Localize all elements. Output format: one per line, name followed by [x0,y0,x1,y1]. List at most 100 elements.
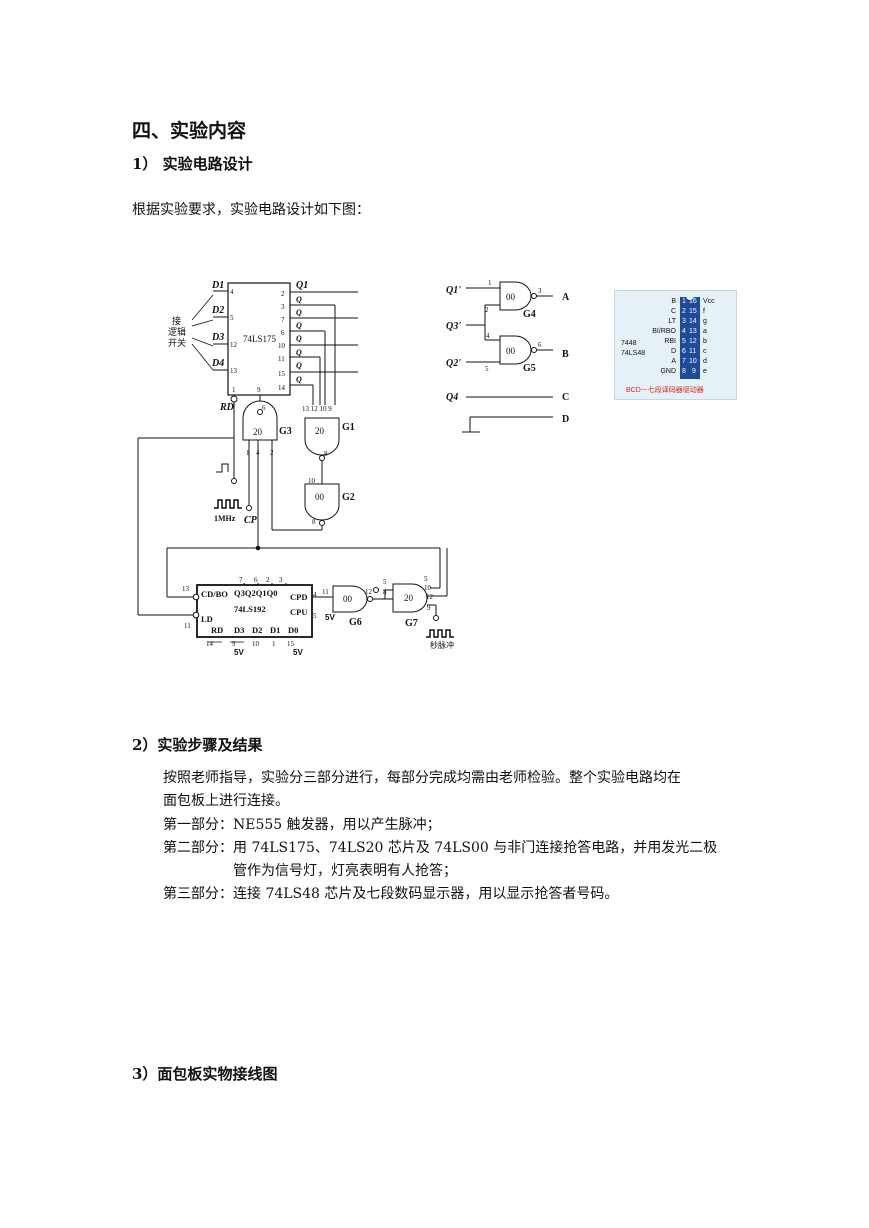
steps-part-2a: 第二部分：用 74LS175、74LS20 芯片及 74LS00 与非门连接抢答… [163,840,718,856]
steps-line-2: 面包板上进行连接。 [163,793,289,809]
svg-text:00: 00 [315,492,325,502]
svg-text:13: 13 [182,585,190,593]
svg-text:15: 15 [278,370,286,378]
svg-text:11: 11 [322,588,329,596]
svg-text:4: 4 [313,591,317,599]
chip-74ls175 [227,282,291,396]
label-d3: D3 [211,332,224,343]
pin-left-number: 2 [682,308,686,315]
label-d1: D1 [211,280,224,291]
chip-74ls48-name: 74LS48 [621,350,646,357]
svg-text:D2: D2 [252,625,262,635]
svg-text:8: 8 [312,518,316,526]
label-cp: CP [244,515,258,526]
label-ld: LD [201,614,213,624]
svg-text:1: 1 [246,449,250,457]
label-q3-prime: Q3' [446,321,461,332]
pin-right-label: e [703,368,707,375]
svg-text:00: 00 [506,346,516,356]
svg-text:5: 5 [485,365,489,373]
pin-right-label: g [703,318,707,325]
svg-text:10: 10 [252,640,260,648]
pin-right-number: 12 [689,338,697,345]
gate-g1 [304,417,340,456]
subsection-1-title: 1） 实验电路设计 [132,155,253,173]
svg-text:10: 10 [424,584,432,592]
chip-74ls175-label: 74LS175 [243,334,277,344]
svg-text:10: 10 [278,342,286,350]
gate-g6 [332,585,368,613]
svg-text:6: 6 [262,404,266,412]
svg-text:Q: Q [296,348,302,357]
pin-left-label: GND [660,368,676,375]
steps-part-1: 第一部分：NE555 触发器，用以产生脉冲； [163,817,441,833]
svg-text:Q: Q [296,334,302,343]
label-q3210: Q3Q2Q1Q0 [234,588,277,598]
label-rd: RD [219,402,234,413]
pin-right-number: 13 [689,328,697,335]
chip-74ls192-label: 74LS192 [234,604,266,614]
gate-g4 [499,281,532,311]
svg-text:3: 3 [281,303,285,311]
svg-text:8: 8 [383,588,387,596]
svg-text:00: 00 [506,292,516,302]
svg-text:5V: 5V [293,648,303,657]
chip-7448-caption: BCD－七段译码器驱动器 [626,387,704,394]
svg-text:Q: Q [296,361,302,370]
pin-left-number: 1 [682,298,686,305]
svg-text:2: 2 [485,306,489,314]
svg-text:6: 6 [254,576,258,584]
svg-text:5V: 5V [234,648,244,657]
svg-text:10: 10 [308,477,316,485]
svg-text:8: 8 [324,450,328,458]
svg-text:12: 12 [365,588,373,596]
svg-text:5: 5 [313,612,317,620]
pin-right-number: 10 [689,358,697,365]
pin-right-number: 14 [689,318,697,325]
svg-text:1: 1 [488,279,492,287]
svg-text:Q: Q [296,321,302,330]
steps-line-1: 按照老师指导，实验分三部分进行，每部分完成均需由老师检验。整个实验电路均在 [163,770,681,786]
pin-right-label: d [703,358,707,365]
svg-text:4: 4 [486,332,490,340]
svg-text:2: 2 [281,290,285,298]
label-g2: G2 [342,492,355,503]
pin-left-label: A [671,358,676,365]
svg-text:Q: Q [296,295,302,304]
pin-right-label: b [703,338,707,345]
label-q4-right: Q4 [446,392,458,403]
circuit-diagram: 74LS175 D1 D2 D3 D4 4 5 12 13 接 逻辑 开关 23… [137,279,570,657]
pin-right-label: f [703,308,705,315]
subsection-2-title: 2）实验步骤及结果 [132,736,263,754]
label-g7: G7 [405,618,418,629]
pin-right-number: 15 [689,308,697,315]
label-cpu: CPU [290,607,307,617]
svg-text:11: 11 [184,622,191,630]
label-q2-prime: Q2' [446,358,461,369]
steps-part-3: 第三部分：连接 74LS48 芯片及七段数码显示器，用以显示抢答者号码。 [163,886,619,902]
svg-text:14: 14 [278,384,286,392]
svg-text:6: 6 [538,341,542,349]
gate-g5 [499,335,532,365]
svg-text:00: 00 [343,594,353,604]
label-d4: D4 [211,358,224,369]
svg-text:11: 11 [278,355,285,363]
section-title: 四、实验内容 [132,120,247,142]
label-g3: G3 [279,426,292,437]
svg-text:9: 9 [427,604,431,612]
label-rd-192: RD [211,625,223,635]
svg-text:1: 1 [272,640,276,648]
label-g4: G4 [523,309,536,320]
label-g6: G6 [349,617,362,628]
label-q1: Q1 [296,280,308,291]
pin-left-label: C [670,308,676,315]
svg-text:20: 20 [253,427,263,437]
intro-text: 根据实验要求，实验电路设计如下图： [132,202,370,218]
svg-text:5: 5 [424,575,428,583]
svg-text:12: 12 [426,593,434,601]
